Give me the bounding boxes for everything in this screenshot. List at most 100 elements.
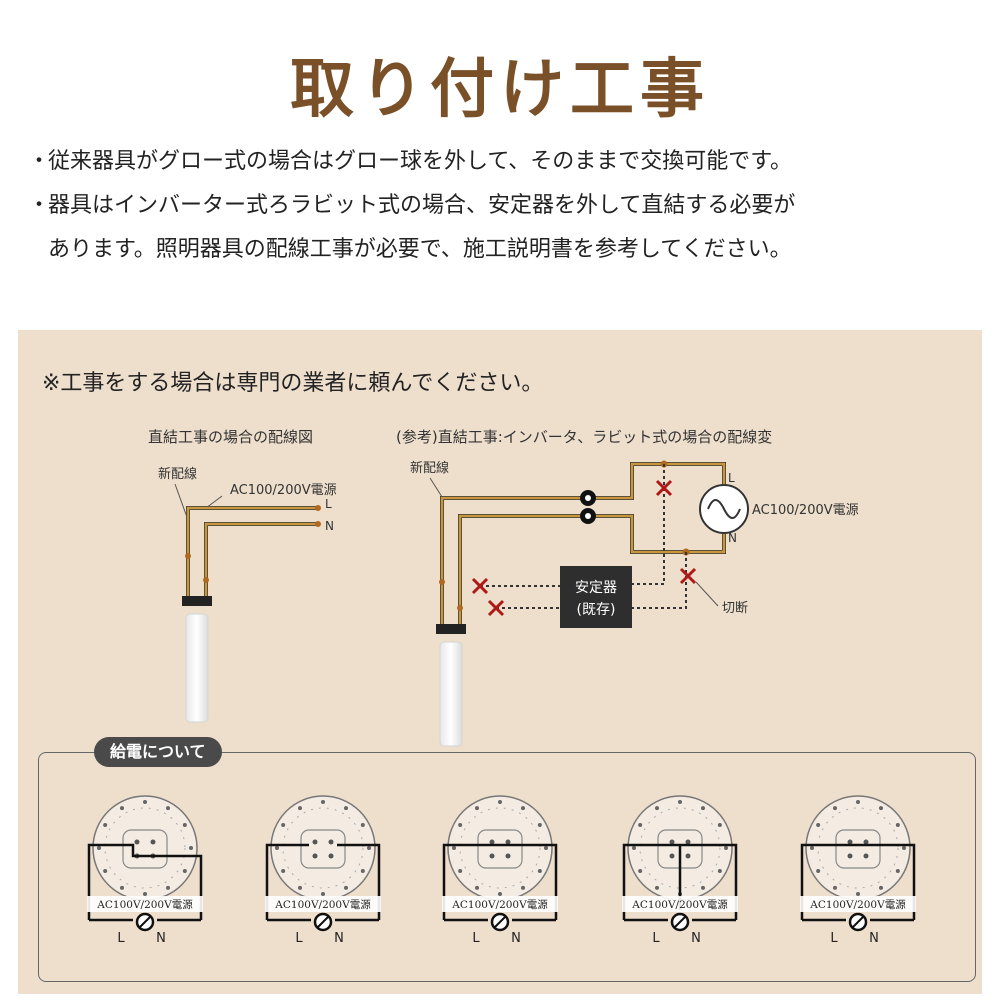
wiring-line xyxy=(265,843,381,920)
power-label: AC100V/200V電源 xyxy=(451,898,548,911)
power-label-bg xyxy=(622,896,738,912)
fixture-hole xyxy=(879,806,883,811)
right-wire-n xyxy=(458,514,726,626)
wiring-line xyxy=(622,843,738,920)
fixture-hole xyxy=(143,800,147,804)
right-wire-l xyxy=(440,462,726,626)
fixture-hole xyxy=(97,846,101,850)
wiring-line xyxy=(442,843,558,920)
fixture-hole xyxy=(275,846,279,850)
power-label-bg xyxy=(265,896,381,912)
terminal-slash xyxy=(493,915,507,929)
fixture-hole xyxy=(856,800,860,804)
pin-dot xyxy=(847,839,853,845)
note-2: ・器具はインバーター式ろラビット式の場合、安定器を外して直結する必要が xyxy=(28,184,978,228)
fixture-hole xyxy=(856,892,860,896)
fixture-hole xyxy=(360,869,365,873)
fixture-hole xyxy=(724,846,728,850)
fixture-inner-ring xyxy=(282,807,364,889)
fixture-hole xyxy=(498,800,502,804)
right-n-label: N xyxy=(728,531,737,545)
fixture-hole xyxy=(701,885,705,890)
pin-dot xyxy=(669,853,675,859)
terminal-slash xyxy=(316,915,330,929)
ballast-label: 安定器 xyxy=(575,580,617,596)
new-wire-leader xyxy=(174,483,189,521)
pin-dot xyxy=(489,853,495,859)
n-label: N xyxy=(334,931,344,946)
left-new-wire-label: 新配線 xyxy=(158,466,197,482)
fixture-hole xyxy=(810,846,814,850)
terminal-slash xyxy=(851,915,865,929)
warning-text: ※工事をする場合は専門の業者に頼んでください。 xyxy=(42,371,544,396)
pin-dot xyxy=(847,853,853,859)
fixture-hole xyxy=(902,846,906,850)
fixture-hole xyxy=(521,885,525,890)
fixture-hole xyxy=(638,823,643,827)
terminal-dot xyxy=(203,577,209,583)
ballast-box xyxy=(560,566,632,628)
fixture-hole xyxy=(717,823,722,827)
fixture-inner-ring xyxy=(639,807,721,889)
fixture-hole xyxy=(895,869,900,873)
pin-dot xyxy=(685,853,691,859)
socket-outline xyxy=(122,829,168,869)
pin-dot xyxy=(505,853,511,859)
right-power-label: AC100/200V電源 xyxy=(752,503,859,518)
left-diagram-title: 直結工事の場合の配線図 xyxy=(148,428,313,446)
wiring-line xyxy=(800,843,916,920)
fixture-hole xyxy=(458,869,463,873)
cut-x-icon xyxy=(471,577,489,595)
n-label: N xyxy=(691,931,701,946)
l-label: L xyxy=(472,931,480,946)
fixture-hole xyxy=(638,869,643,873)
pin-dot xyxy=(685,839,691,845)
old-wire-dashed xyxy=(632,464,665,585)
bullet: ・ xyxy=(28,149,51,174)
fixture-hole xyxy=(895,823,900,827)
l-label: L xyxy=(295,931,303,946)
power-label: AC100V/200V電源 xyxy=(274,898,371,911)
led-lamp xyxy=(185,613,209,723)
cut-marks xyxy=(471,479,697,617)
fixture-hole xyxy=(143,892,147,896)
power-label: AC100V/200V電源 xyxy=(96,898,193,911)
right-diagram-title: (参考)直結工事:インバータ、ラビット式の場合の配線変 xyxy=(396,428,772,446)
fixture-hole xyxy=(678,800,682,804)
left-wire-n xyxy=(204,522,318,598)
ballast-sub-label: (既存) xyxy=(577,602,616,618)
note-2-continued: あります。照明器具の配線工事が必要で、施工説明書を参考してください。 xyxy=(48,237,792,262)
right-new-wire-label: 新配線 xyxy=(410,460,449,476)
supply-unit: AC100V/200V電源 L N xyxy=(265,795,381,946)
terminal-dot xyxy=(457,605,463,611)
right-l-label: L xyxy=(728,471,735,485)
l-label: L xyxy=(117,931,125,946)
terminal-dot xyxy=(315,505,321,511)
fixture-hole xyxy=(120,806,124,811)
fixture-hole xyxy=(717,869,722,873)
fixture-hole xyxy=(182,823,187,827)
socket-outline xyxy=(835,829,881,869)
fixture-hole xyxy=(458,823,463,827)
fixture-hole xyxy=(537,869,542,873)
fixture-inner-ring xyxy=(459,807,541,889)
fixture-hole xyxy=(816,869,821,873)
sine-wave xyxy=(707,499,741,519)
led-lamp xyxy=(439,641,463,747)
terminal-dot xyxy=(315,521,321,527)
fixture-hole xyxy=(281,823,286,827)
connector-l-center xyxy=(585,495,591,501)
fixture-hole xyxy=(120,885,124,890)
left-wire-l xyxy=(186,506,318,598)
socket-outline xyxy=(477,829,523,869)
fixture-hole xyxy=(182,869,187,873)
pin-dot xyxy=(669,839,675,845)
page-title: 取り付け工事 xyxy=(290,52,710,127)
pin-dot xyxy=(863,839,869,845)
fixture-hole xyxy=(452,846,456,850)
left-power-label: AC100/200V電源 xyxy=(230,483,337,498)
pin-dot xyxy=(328,853,334,859)
